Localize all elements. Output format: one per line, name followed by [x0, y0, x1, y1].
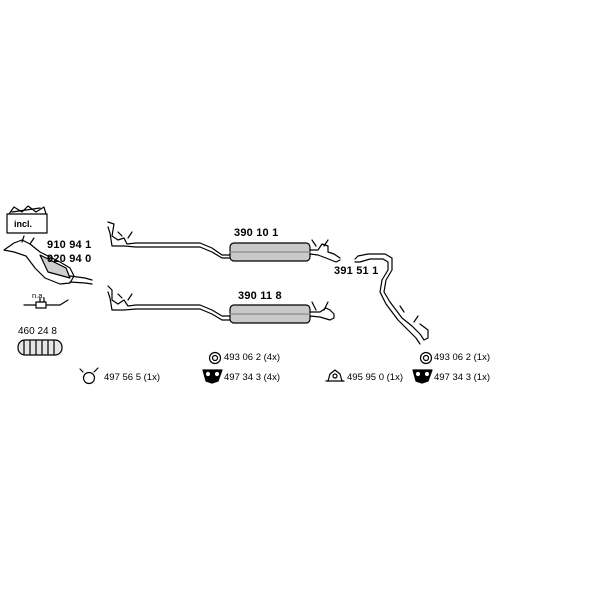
catalyst-icon — [3, 235, 93, 285]
ring-left-label: 493 06 2 (4x) — [224, 352, 280, 363]
rubber-mount-left-label: 497 34 3 (4x) — [224, 372, 280, 383]
lambda-sensor-icon — [23, 297, 69, 309]
clamp-icon — [79, 367, 99, 385]
catalyst-part-number-2: 920 94 0 — [47, 253, 92, 265]
middle-silencer-b-part-number: 390 11 8 — [238, 290, 282, 302]
flex-pipe-part-number: 460 24 8 — [18, 326, 57, 337]
rubber-mount-right-label: 497 34 3 (1x) — [434, 372, 490, 383]
flex-pipe-icon — [17, 339, 63, 356]
ring-icon — [208, 351, 433, 365]
tail-pipe — [354, 253, 429, 345]
hanger-icon — [325, 369, 345, 382]
catalyst-part-number-1: 910 94 1 — [47, 239, 92, 251]
clamp-label: 497 56 5 (1x) — [104, 372, 160, 383]
ring-right-label: 493 06 2 (1x) — [434, 352, 490, 363]
middle-silencer-a — [107, 221, 341, 263]
rubber-mount-icon — [202, 369, 433, 384]
hanger-label: 495 95 0 (1x) — [347, 372, 403, 383]
middle-silencer-a-part-number: 390 10 1 — [234, 227, 279, 239]
kit-badge-label: incl. — [14, 219, 33, 229]
not-available-label: n.a. — [32, 291, 45, 300]
middle-silencer-b — [107, 285, 335, 324]
tail-pipe-part-number: 391 51 1 — [334, 265, 379, 277]
kit-box-icon — [6, 205, 48, 234]
